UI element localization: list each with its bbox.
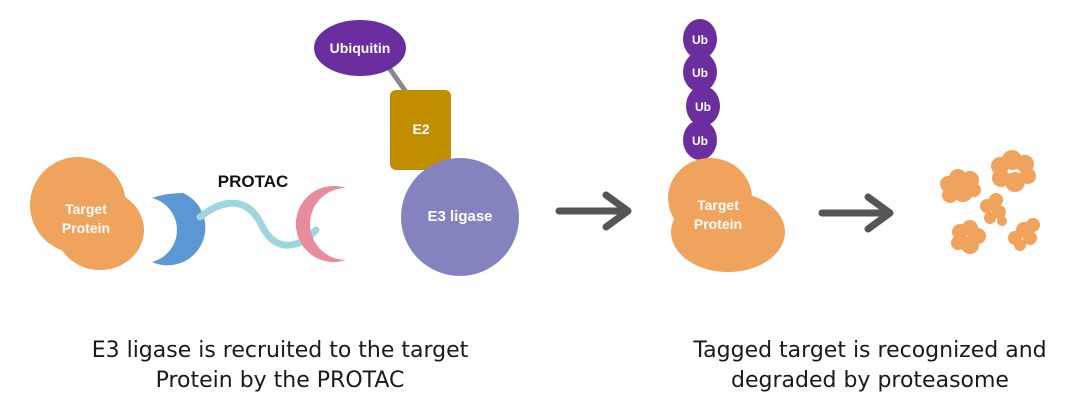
protac-linker	[196, 199, 320, 249]
ub-label-2: Ub	[692, 66, 708, 80]
ub-label-3: Ub	[695, 100, 711, 114]
e3-ligase-circle	[401, 158, 519, 276]
degraded-fragments	[940, 150, 1040, 254]
arrow-to-tagged	[555, 191, 632, 231]
fragment-3	[980, 193, 1007, 226]
target-protein-right	[668, 158, 785, 272]
fragment-4	[951, 220, 986, 254]
target-protein-left	[30, 157, 144, 270]
target-protein-right-label-line2: Protein	[694, 216, 742, 232]
protac-warhead	[152, 193, 206, 266]
caption-left-line2: Protein by the PROTAC	[155, 368, 405, 393]
fragment-5	[1008, 218, 1040, 251]
e2-label: E2	[412, 121, 429, 137]
ub-label-1: Ub	[692, 33, 708, 47]
target-protein-right-label-line1: Target	[697, 197, 739, 213]
caption-right-line2: degraded by proteasome	[731, 368, 1009, 393]
fragment-2	[991, 150, 1036, 192]
target-protein-left-label-line2: Protein	[62, 220, 110, 236]
arrow-to-degraded	[818, 193, 894, 233]
target-protein-left-label-line1: Target	[65, 201, 107, 217]
ub-label-4: Ub	[692, 134, 708, 148]
caption-left-line1: E3 ligase is recruited to the target	[91, 338, 469, 363]
protac-label: PROTAC	[218, 172, 289, 191]
fragment-1	[940, 169, 981, 203]
ubiquitin-oval	[314, 20, 406, 76]
caption-left: E3 ligase is recruited to the target Pro…	[20, 336, 540, 396]
ubiquitin-chain	[683, 19, 720, 160]
protac-e3-ligand	[295, 185, 346, 262]
e3-ligase-label: E3 ligase	[427, 208, 492, 225]
e2-block	[390, 90, 451, 170]
caption-right: Tagged target is recognized and degraded…	[640, 336, 1080, 396]
ubiquitin-label: Ubiquitin	[330, 40, 391, 56]
caption-right-line1: Tagged target is recognized and	[693, 338, 1047, 363]
